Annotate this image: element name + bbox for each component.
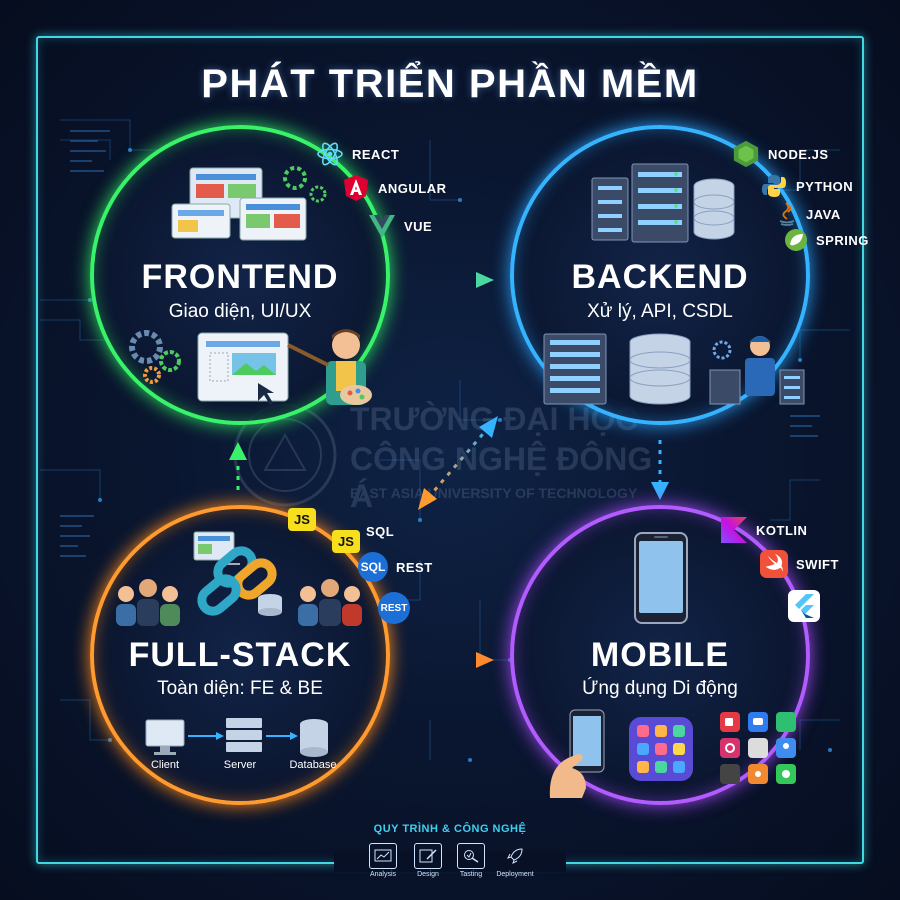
tech-rest-label: REST <box>396 560 433 575</box>
process-title: QUY TRÌNH & CÔNG NGHỆ <box>373 823 527 835</box>
vue-icon <box>368 212 396 240</box>
page-title: PHÁT TRIỂN PHẦN MỀM <box>201 62 699 106</box>
backend-title: BACKEND <box>571 258 749 296</box>
arrow-fullstack-mobile <box>410 652 494 668</box>
app-icons-cluster <box>720 712 796 784</box>
swift-label: SWIFT <box>796 556 839 572</box>
process-step-design: Design <box>405 843 451 878</box>
tech-python: PYTHON <box>760 172 853 200</box>
arrow-backend-mobile <box>651 440 669 500</box>
analysis-icon <box>369 843 397 869</box>
sql-badge: SQL <box>358 552 388 582</box>
rocket-icon <box>501 843 529 869</box>
app-grid-icon <box>629 717 693 781</box>
tech-swift: SWIFT <box>760 550 839 578</box>
react-icon <box>316 140 344 168</box>
flow-database-label: Database <box>289 759 337 771</box>
java-label: JAVA <box>806 206 841 222</box>
spring-label: SPRING <box>816 232 869 248</box>
python-icon <box>760 172 788 200</box>
tech-java: JAVA <box>776 200 841 228</box>
process-step-analysis: Analysis <box>360 843 406 878</box>
frontend-subtitle: Giao diện, UI/UX <box>168 301 312 322</box>
smartphone-icon <box>634 532 688 624</box>
hand-phone-illustration <box>549 709 605 798</box>
fullstack-team-illustration <box>116 531 362 626</box>
tech-vue: VUE <box>368 212 432 240</box>
flutter-icon <box>788 590 820 622</box>
fullstack-subtitle: Toàn diện: FE & BE <box>157 678 323 699</box>
fullstack-title: FULL-STACK <box>128 636 352 674</box>
spring-icon <box>784 226 808 254</box>
nodejs-icon <box>732 140 760 168</box>
process-step-tasting: Tasting <box>448 843 494 878</box>
arrow-frontend-backend <box>410 272 494 288</box>
frontend-devices-icon <box>171 166 327 241</box>
python-label: PYTHON <box>796 178 854 194</box>
backend-subtitle: Xử lý, API, CSDL <box>587 301 733 322</box>
tech-angular: ANGULAR <box>342 174 447 202</box>
frontend-title: FRONTEND <box>141 258 339 296</box>
tech-kotlin: KOTLIN <box>720 516 807 544</box>
process-step-analysis-label: Analysis <box>369 871 397 878</box>
process-step-design-label: Design <box>417 871 439 878</box>
arrow-fullstack-backend <box>418 416 498 510</box>
mobile-subtitle: Ứng dụng Di động <box>582 678 738 699</box>
kotlin-icon <box>720 516 748 544</box>
swift-icon <box>760 550 788 578</box>
nodejs-label: NODE.JS <box>768 146 829 162</box>
client-server-database-flow <box>145 718 328 757</box>
flow-client-label: Client <box>150 759 180 771</box>
mobile-title: MOBILE <box>590 636 730 674</box>
js-badge-1: JS <box>288 508 316 531</box>
frontend-designer-illustration <box>129 329 372 405</box>
rest-badge: REST <box>378 592 410 624</box>
backend-engineer-illustration <box>543 333 805 405</box>
process-step-deployment: Deployment <box>492 843 538 878</box>
backend-servers-icon <box>591 163 735 243</box>
flow-server-label: Server <box>223 759 257 771</box>
tech-react: REACT <box>316 140 399 168</box>
angular-icon <box>342 174 370 202</box>
arrow-fullstack-frontend <box>229 442 247 490</box>
java-icon <box>776 200 798 228</box>
tech-flutter <box>788 590 820 622</box>
process-step-tasting-label: Tasting <box>459 871 483 878</box>
testing-icon <box>457 843 485 869</box>
tech-sql-label: SQL <box>366 524 395 539</box>
process-step-deployment-label: Deployment <box>496 871 534 878</box>
react-label: REACT <box>352 146 400 162</box>
tech-spring: SPRING <box>784 226 869 254</box>
js-badge-2: JS <box>332 530 360 553</box>
angular-label: ANGULAR <box>378 180 447 196</box>
design-icon <box>414 843 442 869</box>
watermark-line2: CÔNG NGHỆ ĐÔNG Á <box>350 441 653 514</box>
kotlin-label: KOTLIN <box>756 522 808 538</box>
vue-label: VUE <box>404 218 433 234</box>
tech-nodejs: NODE.JS <box>732 140 829 168</box>
